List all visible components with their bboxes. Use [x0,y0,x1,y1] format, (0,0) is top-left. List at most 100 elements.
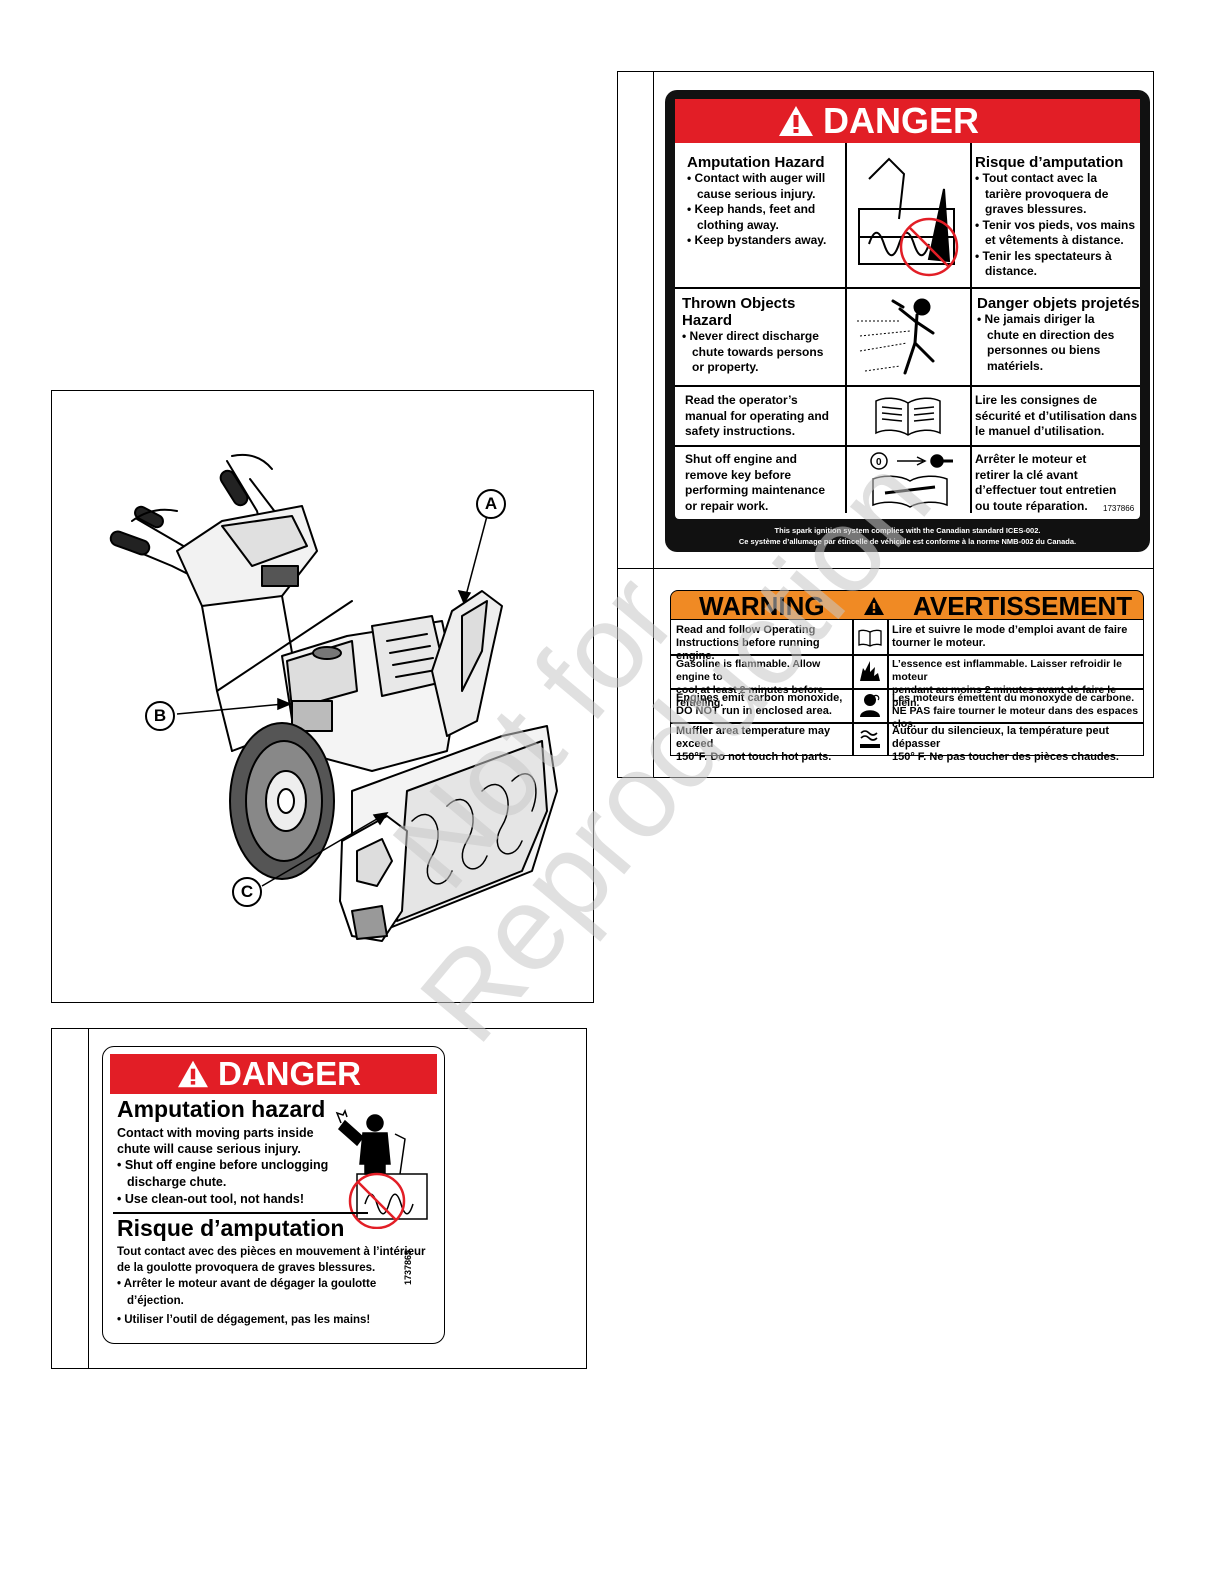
chute-en-title: Amputation hazard [117,1096,326,1122]
read-manual-en-cell: Read the operator’s manual for operating… [685,393,845,440]
amputation-fr-line: tarière provoquera de [985,186,1109,201]
chute-fr-line: de la goulotte provoquera de graves bles… [117,1262,376,1274]
read-manual-en-line: Read the operator’s [685,393,798,407]
warning-text: Les moteurs émettent du monoxyde de carb… [892,692,1135,704]
warning-triangle-icon [779,106,813,136]
amputation-fr-line: • Tenir vos pieds, vos mains [975,217,1136,232]
danger-header-text: DANGER [823,100,980,141]
chute-fr-title: Risque d’amputation [117,1215,345,1241]
warning-text: DO NOT run in enclosed area. [676,705,832,717]
warning-row-en: Read and follow Operating Instructions b… [676,624,852,663]
warning-text: Instructions before running engine. [676,637,820,662]
warning-text: Engines emit carbon monoxide, [676,692,843,704]
chute-fr-line: d’éjection. [127,1295,184,1307]
callout-b: B [145,701,175,731]
read-manual-en-line: safety instructions. [685,424,796,438]
amputation-en-line: • Keep hands, feet and [687,202,816,216]
warning-text: 150° F. Ne pas toucher des pièces chaude… [892,751,1119,763]
danger-label-body: DANGER Amputation Hazard • Contact with … [675,99,1140,519]
manual-book-icon [858,629,882,647]
ices-footer-fr: Ce système d’allumage par étincelle de v… [738,537,1077,546]
thrown-objects-en-line: or property. [692,360,759,374]
danger-label-main: DANGER Amputation Hazard • Contact with … [665,90,1150,552]
warning-row-fr: Autour du silencieux, la température peu… [892,725,1144,764]
label-table-top [617,71,1154,778]
danger-header: DANGER [110,1054,437,1094]
shut-off-en-line: performing maintenance [685,483,826,497]
danger-header-text: DANGER [218,1055,362,1092]
amputation-en-line: • Keep bystanders away. [687,233,827,247]
thrown-objects-fr-line: personnes ou biens [987,343,1101,357]
amputation-fr-line: • Tenir les spectateurs à [975,248,1112,263]
read-manual-fr-cell: Lire les consignes de sécurité et d’util… [975,393,1140,440]
chute-fr-line: Tout contact avec des pièces en mouvemen… [117,1246,426,1258]
warning-header: WARNING AVERTISSEMENT [670,590,1144,620]
thrown-objects-fr-line: matériels. [987,358,1044,373]
warning-header-fr: AVERTISSEMENT [913,591,1133,621]
svg-text:0: 0 [876,457,882,468]
grid-h1 [675,287,1140,289]
manual-book-icon [875,397,941,436]
label-table-bottom [51,1028,587,1369]
warning-text: L’essence est inflammable. Laisser refro… [892,658,1122,683]
warning-text: Read and follow Operating [676,624,816,636]
thrown-objects-icon [857,298,935,375]
read-manual-fr-line: Lire les consignes de [975,393,1098,407]
warning-text: pendant au moins 2 minutes avant de fair… [892,684,1117,709]
warning-grid-h2 [670,688,1144,690]
thrown-objects-en-cell: Thrown Objects Hazard • Never direct dis… [682,295,842,376]
hot-surface-icon [860,730,880,748]
chute-divider [113,1212,368,1214]
warning-text: 150°F. Do not touch hot parts. [676,751,832,763]
thrown-objects-fr-cell: Danger objets projetés • Ne jamais dirig… [977,295,1140,374]
danger-label-chute: DANGER Amputation hazard Contact with mo… [102,1046,445,1344]
amputation-en-line: clothing away. [697,217,779,232]
warning-grid-h1 [670,654,1144,656]
warning-text: tourner le moteur. [892,637,986,649]
chute-en-cell: Contact with moving parts inside chute w… [117,1125,347,1208]
fire-icon [860,661,880,681]
shut-off-fr-line: Arrêter le moteur et [975,452,1087,466]
amputation-en-line: • Contact with auger will [687,171,826,185]
figure-box: A B C [51,390,594,1003]
callout-leaders [176,515,488,887]
snow-thrower-illustration [109,453,558,942]
chute-fr-cell: Tout contact avec des pièces en mouvemen… [117,1244,437,1330]
warning-text: NE PAS faire tourner le moteur dans des … [892,705,1139,730]
auger-hazard-icon [858,157,959,277]
grid-h3 [675,445,1140,447]
amputation-fr-cell: Risque d’amputation • Tout contact avec … [975,154,1140,280]
callout-a: A [476,489,506,519]
chute-en-line: discharge chute. [127,1175,227,1189]
amputation-fr-line: graves blessures. [985,202,1087,216]
shut-off-fr-cell: Arrêter le moteur et retirer la clé avan… [975,452,1140,514]
thrown-objects-en-title: Thrown Objects Hazard [682,295,796,329]
amputation-fr-line: et vêtements à distance. [985,233,1124,247]
amputation-en-title: Amputation Hazard [687,154,825,171]
chute-en-line: chute will cause serious injury. [117,1142,301,1156]
amputation-fr-line: distance. [985,264,1038,278]
thrown-objects-fr-line: • Ne jamais diriger la [977,312,1095,326]
part-number-1737865: 1737865 [403,1249,413,1285]
shut-off-fr-line: d’effectuer tout entretien [975,483,1117,497]
thrown-objects-fr-line: chute en direction des [987,327,1115,342]
thrown-objects-en-line: chute towards persons [692,344,824,359]
chute-en-line: • Use clean-out tool, not hands! [117,1192,305,1206]
thrown-objects-fr-title: Danger objets projetés [977,295,1140,312]
warning-row-fr: Les moteurs émettent du monoxyde de carb… [892,692,1144,731]
shut-off-en-line: remove key before [685,467,792,482]
warning-text: Lire et suivre le mode d’emploi avant de… [892,624,1128,636]
chute-en-line: • Shut off engine before unclogging [117,1158,329,1172]
warning-row-en: Engines emit carbon monoxide, DO NOT run… [676,692,852,718]
warning-row-fr: L’essence est inflammable. Laisser refro… [892,658,1144,710]
read-manual-fr-line: sécurité et d’utilisation dans [975,408,1138,423]
chute-fr-line: • Arrêter le moteur avant de dégager la … [117,1278,377,1290]
amputation-fr-title: Risque d’amputation [975,154,1124,171]
warning-label: WARNING AVERTISSEMENT Read and follow Op… [670,590,1144,763]
warning-row-fr: Lire et suivre le mode d’emploi avant de… [892,624,1144,650]
ices-footer-en: This spark ignition system complies with… [774,526,1041,535]
chute-en-line: Contact with moving parts inside [117,1126,314,1140]
warning-triangle-icon [864,597,884,615]
warning-text: cool at least 2 minutes before refueling… [676,684,824,709]
shut-off-fr-line: ou toute réparation. [975,498,1088,513]
